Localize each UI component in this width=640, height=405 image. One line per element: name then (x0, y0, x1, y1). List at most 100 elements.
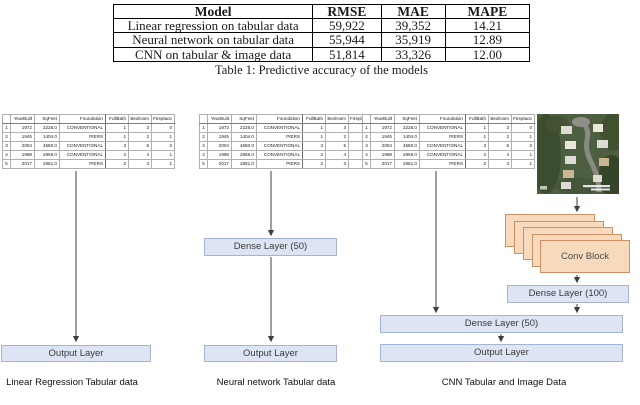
column-header: Fireplace (511, 114, 535, 124)
table-cell: 1972 (10, 123, 35, 133)
table-cell: CONVENTIONAL (256, 150, 303, 160)
cnn-output-layer-box: Output Layer (380, 344, 623, 362)
column-header: YearBuilt (207, 114, 232, 124)
table-cell: 3 (325, 123, 349, 133)
table-cell: 1 (151, 132, 175, 142)
table-cell: 2 (2, 132, 11, 142)
table-cell: 1404.0 (231, 132, 257, 142)
table-cell: 0 (511, 141, 535, 151)
table-cell: 2 (465, 150, 489, 160)
table-cell: 1945 (10, 132, 35, 142)
table-cell: 2 (488, 132, 512, 142)
table-cell: 2 (362, 132, 371, 142)
column-header (362, 114, 371, 124)
table-cell: PIERS (419, 132, 466, 142)
table-cell: 1 (511, 132, 535, 142)
table-cell: 2226.0 (34, 123, 60, 133)
table-cell: 2017 (207, 159, 232, 169)
column-header: Bedroom (128, 114, 152, 124)
caption-neural-network: Neural network Tabular data (201, 377, 351, 389)
table-cell: 4680.0 (231, 141, 257, 151)
table-cell: 2 (302, 159, 326, 169)
table-cell: 2226.0 (231, 123, 257, 133)
column-header: Bedroom (488, 114, 512, 124)
table-cell: 3 (302, 141, 326, 151)
houses (561, 124, 609, 189)
table-cell: 39,352 (380, 18, 446, 34)
table-cell: 2 (325, 132, 349, 142)
table-cell: 5 (128, 141, 152, 151)
table-cell: 2 (128, 132, 152, 142)
table-cell: 1998 (207, 150, 232, 160)
table-cell: 3 (488, 123, 512, 133)
column-header: RMSE (312, 3, 382, 20)
column-header: YearBuilt (10, 114, 35, 124)
table-cell: 2017 (370, 159, 395, 169)
table-cell: 1 (2, 123, 11, 133)
table-cell: 2 (302, 150, 326, 160)
table-cell: 2866.0 (394, 150, 420, 160)
table-cell: 0 (151, 141, 175, 151)
table-cell: 1998 (370, 150, 395, 160)
table-cell: 14.21 (444, 18, 531, 34)
table-cell: CONVENTIONAL (419, 150, 466, 160)
table-cell: 1 (199, 123, 208, 133)
table-cell: 1972 (370, 123, 395, 133)
neural-output-layer-box: Output Layer (204, 345, 337, 362)
table-cell: 3 (488, 159, 512, 169)
caption-line1: CNN (441, 377, 463, 388)
table-cell: CONVENTIONAL (419, 123, 466, 133)
column-header: Bedroom (325, 114, 349, 124)
table-cell: 3 (128, 159, 152, 169)
table-cell: 3 (105, 141, 129, 151)
column-header (199, 114, 208, 124)
table-cell: 2017 (10, 159, 35, 169)
column-header: Fireplace (151, 114, 175, 124)
column-header: SqFeet (34, 114, 60, 124)
table-cell: 1972 (207, 123, 232, 133)
table-cell: 1 (362, 123, 371, 133)
caption-line2: Tabular and Image Data (464, 377, 567, 388)
column-header: FullBath (465, 114, 489, 124)
caption-line2: Tabular data (283, 377, 336, 388)
table-cell: 1 (511, 150, 535, 160)
table-cell: 2881.0 (34, 159, 60, 169)
table-cell: 2004 (207, 141, 232, 151)
table-cell: 3 (128, 123, 152, 133)
caption-cnn: CNN Tabular and Image Data (429, 377, 579, 389)
satellite-image (537, 114, 619, 194)
table-cell: 3 (2, 141, 11, 151)
caption-line2: Tabular data (85, 377, 138, 388)
table-cell: 3 (325, 159, 349, 169)
caption-linear-regression: Linear Regression Tabular data (0, 377, 147, 389)
table-cell: PIERS (59, 159, 106, 169)
table-cell: 4680.0 (34, 141, 60, 151)
column-header: Model (112, 3, 314, 20)
table-cell: CONVENTIONAL (256, 123, 303, 133)
table-cell: 5 (362, 159, 371, 169)
table-cell: CNN on tabular & image data (112, 46, 314, 62)
table-cell: 1404.0 (34, 132, 60, 142)
table-cell: 2881.0 (394, 159, 420, 169)
table-cell: 1 (465, 123, 489, 133)
table-cell: 4 (488, 150, 512, 160)
table-cell: 51,814 (312, 46, 382, 62)
linear-output-layer-box: Output Layer (1, 345, 151, 362)
table-cell: 12.89 (444, 32, 531, 48)
table-cell: 4 (362, 150, 371, 160)
caption-line1: Linear Regression (6, 377, 84, 388)
table-cell: 4680.0 (394, 141, 420, 151)
table-cell: 5 (199, 159, 208, 169)
